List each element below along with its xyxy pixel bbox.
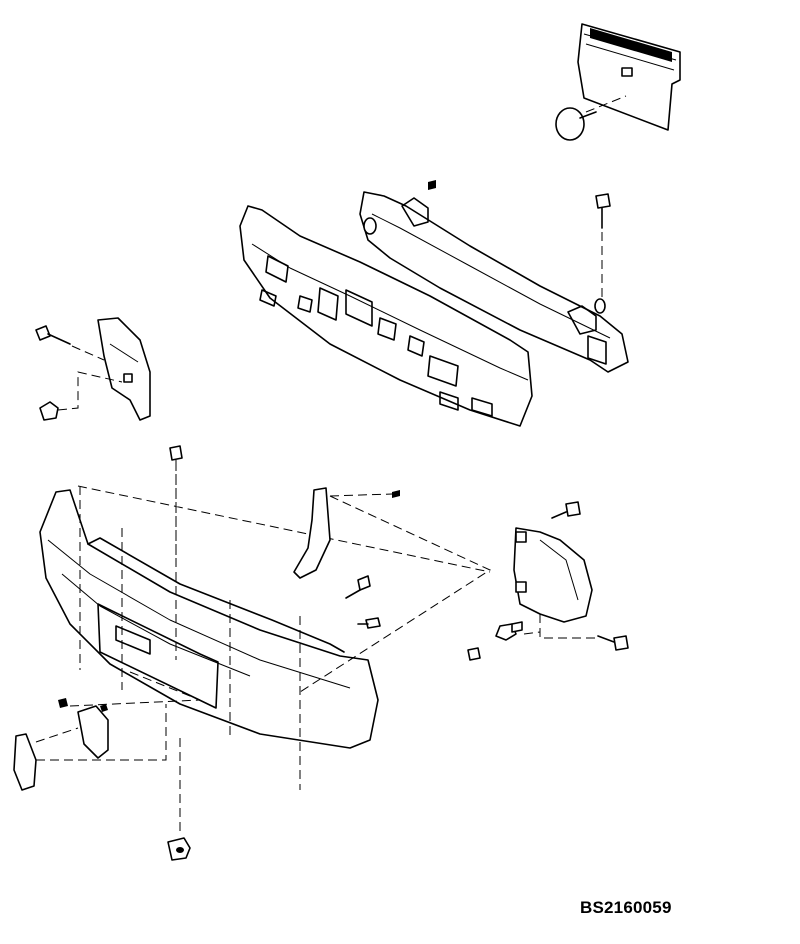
right-splash-shield — [513, 527, 593, 623]
left-bracket-bolt — [35, 325, 71, 345]
lower-left-trim — [13, 733, 37, 791]
bottom-center-clip — [467, 647, 481, 661]
front-bumper-cover — [39, 489, 379, 749]
license-plate-bracket — [577, 23, 681, 131]
left-bracket-nut — [39, 401, 59, 421]
side-screw-1 — [345, 575, 371, 599]
tow-hook-cover — [77, 705, 109, 759]
push-clip — [555, 107, 597, 141]
energy-absorber — [239, 205, 533, 427]
side-screw-2 — [357, 617, 381, 629]
beam-bolt — [595, 193, 611, 229]
splash-shield-nut — [495, 621, 523, 641]
figure-reference-code: BS2160059 — [580, 898, 672, 917]
left-side-bracket — [97, 317, 151, 421]
splash-shield-bolt-right — [597, 635, 629, 651]
center-bumper-bracket — [293, 487, 331, 579]
bumper-reinforcement-beam — [359, 191, 629, 373]
splash-shield-bolt-top — [551, 501, 581, 519]
lower-left-clip — [58, 698, 108, 712]
top-screw — [169, 445, 183, 461]
small-clip-top — [428, 180, 436, 190]
bottom-nut-clip — [167, 837, 191, 861]
